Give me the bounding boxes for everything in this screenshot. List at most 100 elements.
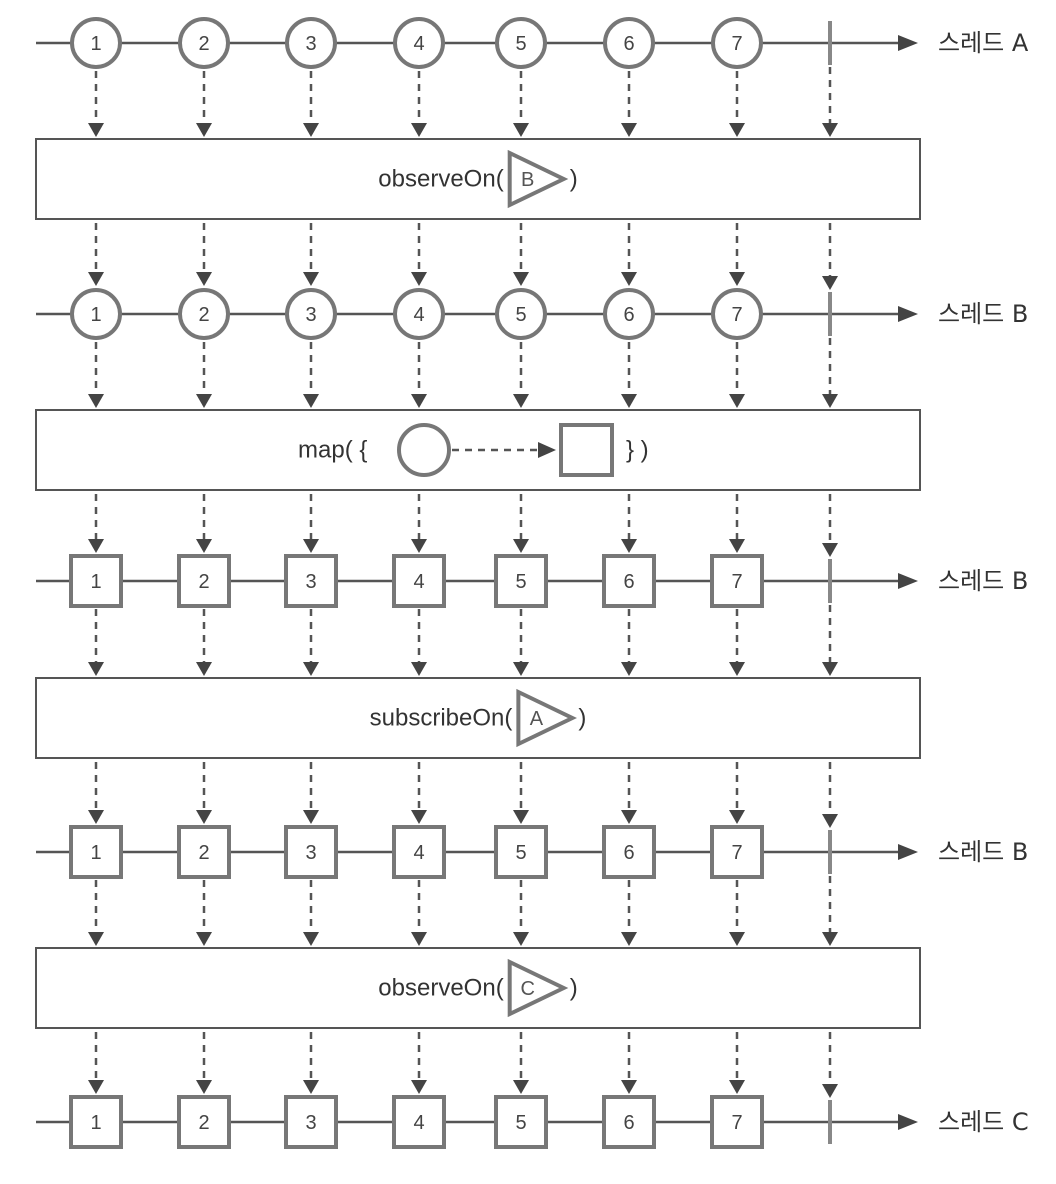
operator-close: ) [578, 705, 586, 732]
flow-arrow-in [621, 880, 637, 946]
flow-arrow-out [411, 1032, 427, 1094]
flow-arrow-in [196, 880, 212, 946]
flow-arrow-in [196, 71, 212, 137]
flow-arrow-in [513, 342, 529, 408]
marble-value: 5 [515, 1112, 526, 1134]
marble-value: 7 [731, 571, 742, 593]
marble-square: 1 [69, 1095, 123, 1149]
marble-square: 6 [602, 825, 656, 879]
flow-arrow-in [303, 880, 319, 946]
scheduler-triangle-icon: B [507, 149, 569, 209]
thread-label: 스레드 B [938, 300, 1028, 328]
flow-arrow-out [729, 1032, 745, 1094]
operator-observeon: observeOn()B [35, 138, 921, 220]
flow-arrow-out [411, 762, 427, 824]
flow-arrow-in [411, 880, 427, 946]
marble-square: 5 [494, 825, 548, 879]
flow-arrow-in [303, 342, 319, 408]
flow-arrow-in [513, 71, 529, 137]
marble-square: 1 [69, 825, 123, 879]
marble-value: 1 [90, 571, 101, 593]
flow-arrow-out [621, 762, 637, 824]
marble-circle: 6 [603, 288, 655, 340]
marble-value: 2 [198, 571, 209, 593]
marble-value: 3 [305, 33, 316, 55]
flow-arrow-out [729, 494, 745, 553]
output-square-icon [559, 423, 614, 477]
marble-square: 7 [710, 825, 764, 879]
marble-value: 1 [90, 304, 101, 326]
input-circle-icon [397, 423, 451, 477]
flow-arrow-out [88, 494, 104, 553]
marble-value: 2 [198, 33, 209, 55]
marble-square: 6 [602, 1095, 656, 1149]
marble-square: 1 [69, 554, 123, 608]
flow-arrow-in [196, 342, 212, 408]
thread-label: 스레드 C [938, 1108, 1029, 1136]
flow-arrow-in [822, 338, 838, 408]
marble-circle: 2 [178, 288, 230, 340]
transform-arrow-head-icon [538, 442, 556, 458]
flow-arrow-in [196, 609, 212, 676]
flow-arrow-in [822, 605, 838, 676]
operator-close: ) [570, 975, 578, 1002]
marble-value: 1 [90, 33, 101, 55]
marble-value: 3 [305, 842, 316, 864]
timeline-arrow-icon [898, 1114, 918, 1130]
scheduler-name: B [521, 169, 534, 191]
marble-value: 7 [731, 33, 742, 55]
marble-value: 7 [731, 1112, 742, 1134]
marble-value: 4 [413, 571, 424, 593]
flow-arrow-out [411, 223, 427, 286]
flow-arrow-in [88, 609, 104, 676]
marble-value: 3 [305, 571, 316, 593]
operator-box [35, 677, 921, 759]
flow-arrow-out [196, 762, 212, 824]
flow-arrow-in [88, 880, 104, 946]
marble-square: 4 [392, 1095, 446, 1149]
operator-map: map( {} ) [35, 409, 921, 491]
marble-square: 4 [392, 825, 446, 879]
marble-circle: 7 [711, 288, 763, 340]
flow-arrow-in [88, 342, 104, 408]
timeline-arrow-icon [898, 573, 918, 589]
timeline-arrow-icon [898, 306, 918, 322]
marble-value: 5 [515, 304, 526, 326]
marble-value: 2 [198, 304, 209, 326]
marble-value: 2 [198, 842, 209, 864]
flow-arrow-in [729, 609, 745, 676]
marble-value: 4 [413, 842, 424, 864]
marble-value: 6 [623, 571, 634, 593]
marble-square: 6 [602, 554, 656, 608]
operator-close: } ) [626, 437, 649, 464]
marble-value: 3 [305, 304, 316, 326]
marble-circle: 5 [495, 17, 547, 69]
flow-arrow-in [513, 609, 529, 676]
flow-arrow-in [411, 342, 427, 408]
marble-circle: 4 [393, 17, 445, 69]
marble-value: 4 [413, 304, 424, 326]
flow-arrow-out [513, 494, 529, 553]
marble-circle: 2 [178, 17, 230, 69]
flow-arrow-out [621, 223, 637, 286]
flow-arrow-out [621, 494, 637, 553]
marble-circle: 4 [393, 288, 445, 340]
marble-value: 1 [90, 1112, 101, 1134]
flow-arrow-out [303, 1032, 319, 1094]
scheduler-triangle-icon: C [507, 958, 569, 1018]
marble-circle: 3 [285, 17, 337, 69]
marble-value: 4 [413, 1112, 424, 1134]
marble-circle: 6 [603, 17, 655, 69]
flow-arrow-out [303, 762, 319, 824]
flow-arrow-in [822, 67, 838, 137]
marble-value: 5 [515, 33, 526, 55]
marble-value: 5 [515, 842, 526, 864]
flow-arrow-out [621, 1032, 637, 1094]
flow-arrow-in [411, 609, 427, 676]
thread-label: 스레드 B [938, 838, 1028, 866]
marble-circle: 5 [495, 288, 547, 340]
marble-square: 3 [284, 1095, 338, 1149]
operator-observeon: observeOn()C [35, 947, 921, 1029]
operator-close: ) [570, 166, 578, 193]
